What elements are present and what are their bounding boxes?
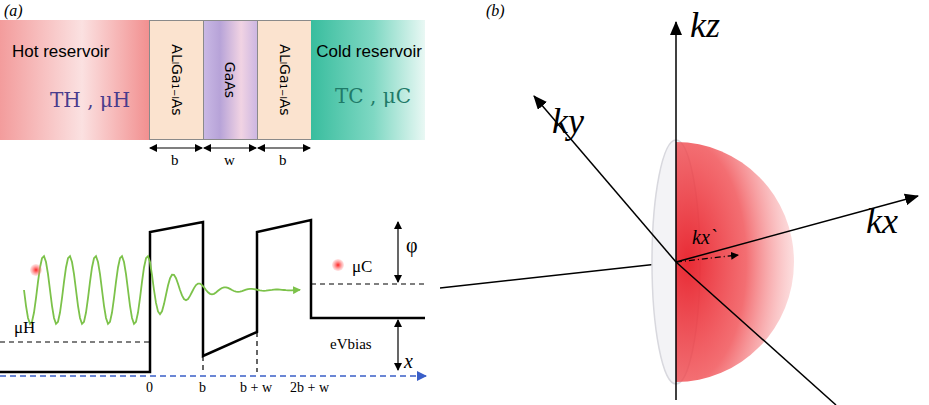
bias-arrow: [397, 320, 398, 370]
tick-label: b + w: [240, 380, 272, 396]
region-label: Hot reservoir: [12, 42, 109, 62]
band-profile: [0, 220, 425, 372]
axis-label: x: [404, 350, 413, 373]
axis-label: ky: [552, 100, 584, 142]
tick-label: b: [199, 380, 206, 396]
tick-label: 2b + w: [290, 380, 329, 396]
reservoir-region: Hot reservoir TH , μH: [0, 20, 149, 140]
k-space: [440, 22, 918, 405]
region-label: ALₗGa₁₋ₗAs: [169, 44, 185, 115]
phi-arrow: [397, 222, 398, 282]
layer-box: ALₗGa₁₋ₗAs: [257, 20, 312, 140]
panel-label: (a): [4, 2, 23, 20]
barrier-label: φ: [406, 234, 418, 257]
dimension-label: b: [171, 152, 179, 169]
region-label: Cold reservoir: [316, 42, 422, 62]
state-label: TC , μC: [335, 84, 411, 108]
x-axis: [0, 375, 426, 377]
electron-wave: [24, 256, 300, 324]
tick-label: 0: [146, 380, 153, 396]
dashed-levels: [0, 284, 425, 372]
axis-label: kx`: [692, 226, 716, 249]
bias-label: eVbias: [330, 336, 372, 353]
layer-box: ALₗGa₁₋ₗAs: [149, 20, 204, 140]
level-label: μC: [352, 257, 372, 277]
axis-label: kx: [866, 200, 898, 242]
dimension-arrows: [150, 147, 310, 148]
axis-label: kz: [690, 4, 720, 46]
dimension-label: b: [279, 152, 287, 169]
electron-dot: [30, 264, 42, 276]
electron-dot: [332, 259, 344, 271]
panel-label: (b): [486, 2, 505, 20]
state-label: TH , μH: [50, 88, 130, 112]
dimension-label: w: [224, 152, 235, 169]
region-label: ALₗGa₁₋ₗAs: [277, 44, 293, 115]
region-label: GaAs: [223, 62, 239, 98]
level-label: μH: [14, 318, 35, 338]
layer-box: GaAs: [203, 20, 258, 140]
reservoir-region: Cold reservoir TC , μC: [311, 20, 425, 140]
